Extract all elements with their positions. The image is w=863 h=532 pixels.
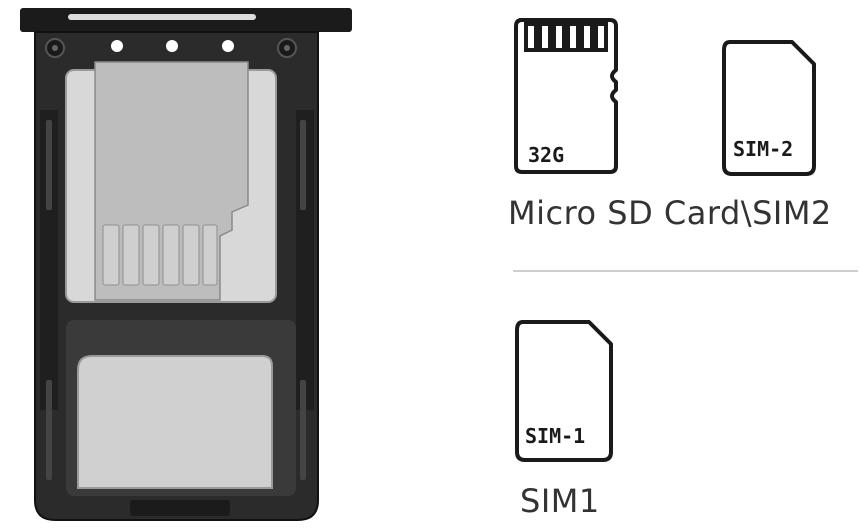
sim2-chip-label: SIM-2 (733, 137, 793, 161)
bottom-slot-label: SIM1 (520, 482, 600, 520)
top-slot-label: Micro SD Card\SIM2 (508, 194, 832, 232)
tray-hole-icon (222, 40, 234, 52)
tray-hole-icon (111, 40, 123, 52)
sim-tray-photo (0, 0, 360, 528)
sim1-chip-label: SIM-1 (525, 424, 585, 448)
section-divider (513, 270, 858, 272)
nano-sim-in-tray (78, 356, 272, 488)
sim-tray-illustration (0, 0, 360, 528)
microsd-capacity-label: 32G (528, 143, 564, 167)
tray-hole-icon (166, 40, 178, 52)
